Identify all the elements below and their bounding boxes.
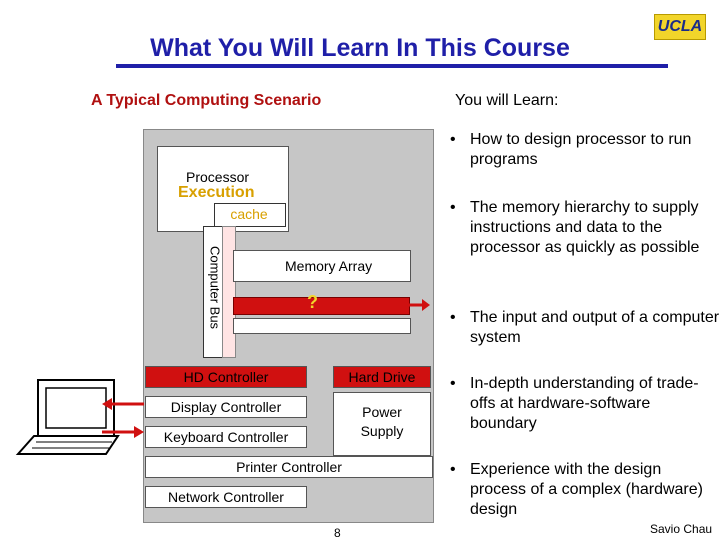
memory-gap-bar — [233, 297, 410, 315]
left-subtitle: A Typical Computing Scenario — [91, 92, 322, 109]
execution-label: Execution — [178, 184, 255, 201]
right-subtitle: You will Learn: — [455, 92, 559, 109]
bullet-dot: • — [450, 199, 456, 216]
title-underline — [116, 64, 668, 68]
keyboard-controller: Keyboard Controller — [145, 426, 307, 448]
author-name: Savio Chau — [650, 522, 713, 536]
bullet-dot: • — [450, 309, 456, 326]
bullet-text: In-depth understanding of trade-offs at … — [470, 375, 699, 432]
page-number: 8 — [334, 526, 341, 540]
bullet-text: Experience with the design process of a … — [470, 461, 703, 518]
power-label-line1: Power — [362, 404, 402, 420]
memory-array-label: Memory Array — [285, 258, 373, 274]
bullet-text: The input and output of a computer syste… — [470, 309, 720, 346]
processor-label: Processor — [186, 169, 250, 185]
printer-controller: Printer Controller — [145, 456, 433, 478]
ucla-logo: UCLA — [654, 14, 706, 40]
display-controller: Display Controller — [145, 396, 307, 418]
computer-icon — [15, 379, 120, 455]
computer-bus-lane — [222, 226, 236, 358]
bus-label: Computer Bus — [207, 245, 223, 330]
io-arrows — [102, 398, 144, 438]
power-label-line2: Supply — [360, 423, 404, 439]
power-supply: Power Supply — [333, 392, 431, 456]
bullet-text: The memory hierarchy to supply instructi… — [470, 199, 700, 256]
memory-array-box — [233, 250, 411, 282]
network-controller: Network Controller — [145, 486, 307, 508]
cache-label: cache — [230, 206, 268, 222]
cache-box — [214, 203, 286, 227]
hd-controller: HD Controller — [145, 366, 307, 388]
page-title: What You Will Learn In This Course — [150, 34, 570, 62]
memory-lower-box — [233, 318, 411, 334]
bullet-dot: • — [450, 375, 456, 392]
bullet-dot: • — [450, 461, 456, 478]
bullet-text: How to design processor to run programs — [470, 131, 692, 168]
memory-gap-arrow — [408, 299, 430, 311]
bullet-dot: • — [450, 131, 456, 148]
question-mark: ? — [307, 292, 318, 312]
hard-drive: Hard Drive — [333, 366, 431, 388]
